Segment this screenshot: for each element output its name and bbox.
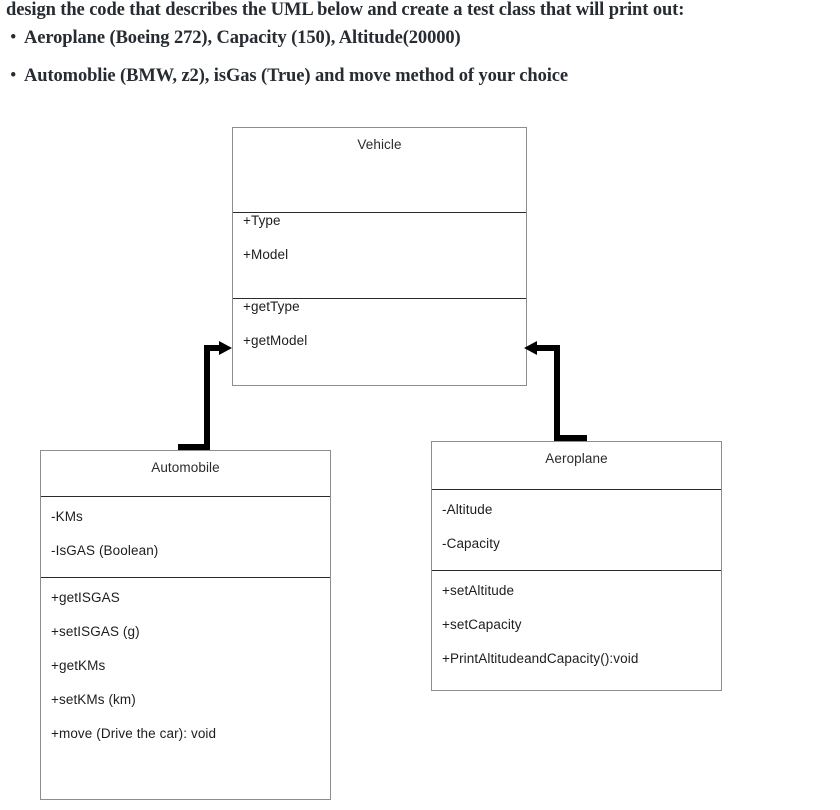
uml-class-name: Automobile [151, 460, 220, 475]
uml-class-aeroplane: Aeroplane -Altitude -Capacity +setAltitu… [431, 441, 722, 691]
uml-operations-vehicle: +getType +getModel [233, 298, 526, 385]
uml-operation: +getKMs [51, 658, 106, 673]
arrow-head-icon [219, 341, 232, 355]
connector-segment [554, 345, 560, 441]
uml-class-header-vehicle: Vehicle [233, 128, 526, 212]
list-item-label: Automoblie (BMW, z2), isGas (True) and m… [24, 66, 569, 86]
uml-operation: +setISGAS (g) [51, 624, 140, 639]
list-item: • Automoblie (BMW, z2), isGas (True) and… [6, 64, 568, 88]
connector-segment [555, 435, 587, 441]
uml-class-header-automobile: Automobile [41, 451, 330, 496]
uml-attribute: -Altitude [442, 502, 493, 517]
list-item-label: Aeroplane (Boeing 272), Capacity (150), … [24, 28, 461, 48]
uml-attribute: +Model [243, 247, 289, 262]
uml-class-vehicle: Vehicle +Type +Model +getType +getModel [232, 127, 527, 386]
uml-class-name: Vehicle [357, 137, 402, 152]
uml-operation: +getModel [243, 333, 308, 348]
uml-attributes-aeroplane: -Altitude -Capacity [432, 489, 721, 570]
uml-operations-automobile: +getISGAS +setISGAS (g) +getKMs +setKMs … [41, 577, 330, 799]
uml-operation: +setCapacity [442, 617, 522, 632]
instruction-heading: design the code that describes the UML b… [6, 0, 685, 20]
connector-segment [204, 345, 222, 351]
uml-operation: +PrintAltitudeandCapacity():void [442, 651, 639, 666]
connector-segment [178, 444, 210, 450]
connector-segment [204, 345, 210, 450]
uml-attribute: +Type [243, 213, 281, 228]
uml-attribute: -Capacity [442, 536, 500, 551]
bullet-icon: • [10, 28, 17, 48]
uml-attributes-vehicle: +Type +Model [233, 212, 526, 298]
connector-segment [537, 345, 560, 351]
list-item: • Aeroplane (Boeing 272), Capacity (150)… [6, 26, 461, 50]
uml-operation: +getISGAS [51, 590, 120, 605]
arrow-head-icon [524, 341, 537, 355]
uml-class-automobile: Automobile -KMs -IsGAS (Boolean) +getISG… [40, 450, 331, 800]
uml-operation: +move (Drive the car): void [51, 726, 217, 741]
uml-attribute: -KMs [51, 509, 83, 524]
uml-attributes-automobile: -KMs -IsGAS (Boolean) [41, 496, 330, 577]
uml-class-header-aeroplane: Aeroplane [432, 442, 721, 489]
uml-operation: +getType [243, 299, 300, 314]
uml-operation: +setKMs (km) [51, 692, 136, 707]
uml-attribute: -IsGAS (Boolean) [51, 543, 159, 558]
uml-class-name: Aeroplane [545, 451, 608, 466]
bullet-icon: • [10, 66, 17, 86]
uml-operations-aeroplane: +setAltitude +setCapacity +PrintAltitude… [432, 570, 721, 690]
uml-operation: +setAltitude [442, 583, 515, 598]
